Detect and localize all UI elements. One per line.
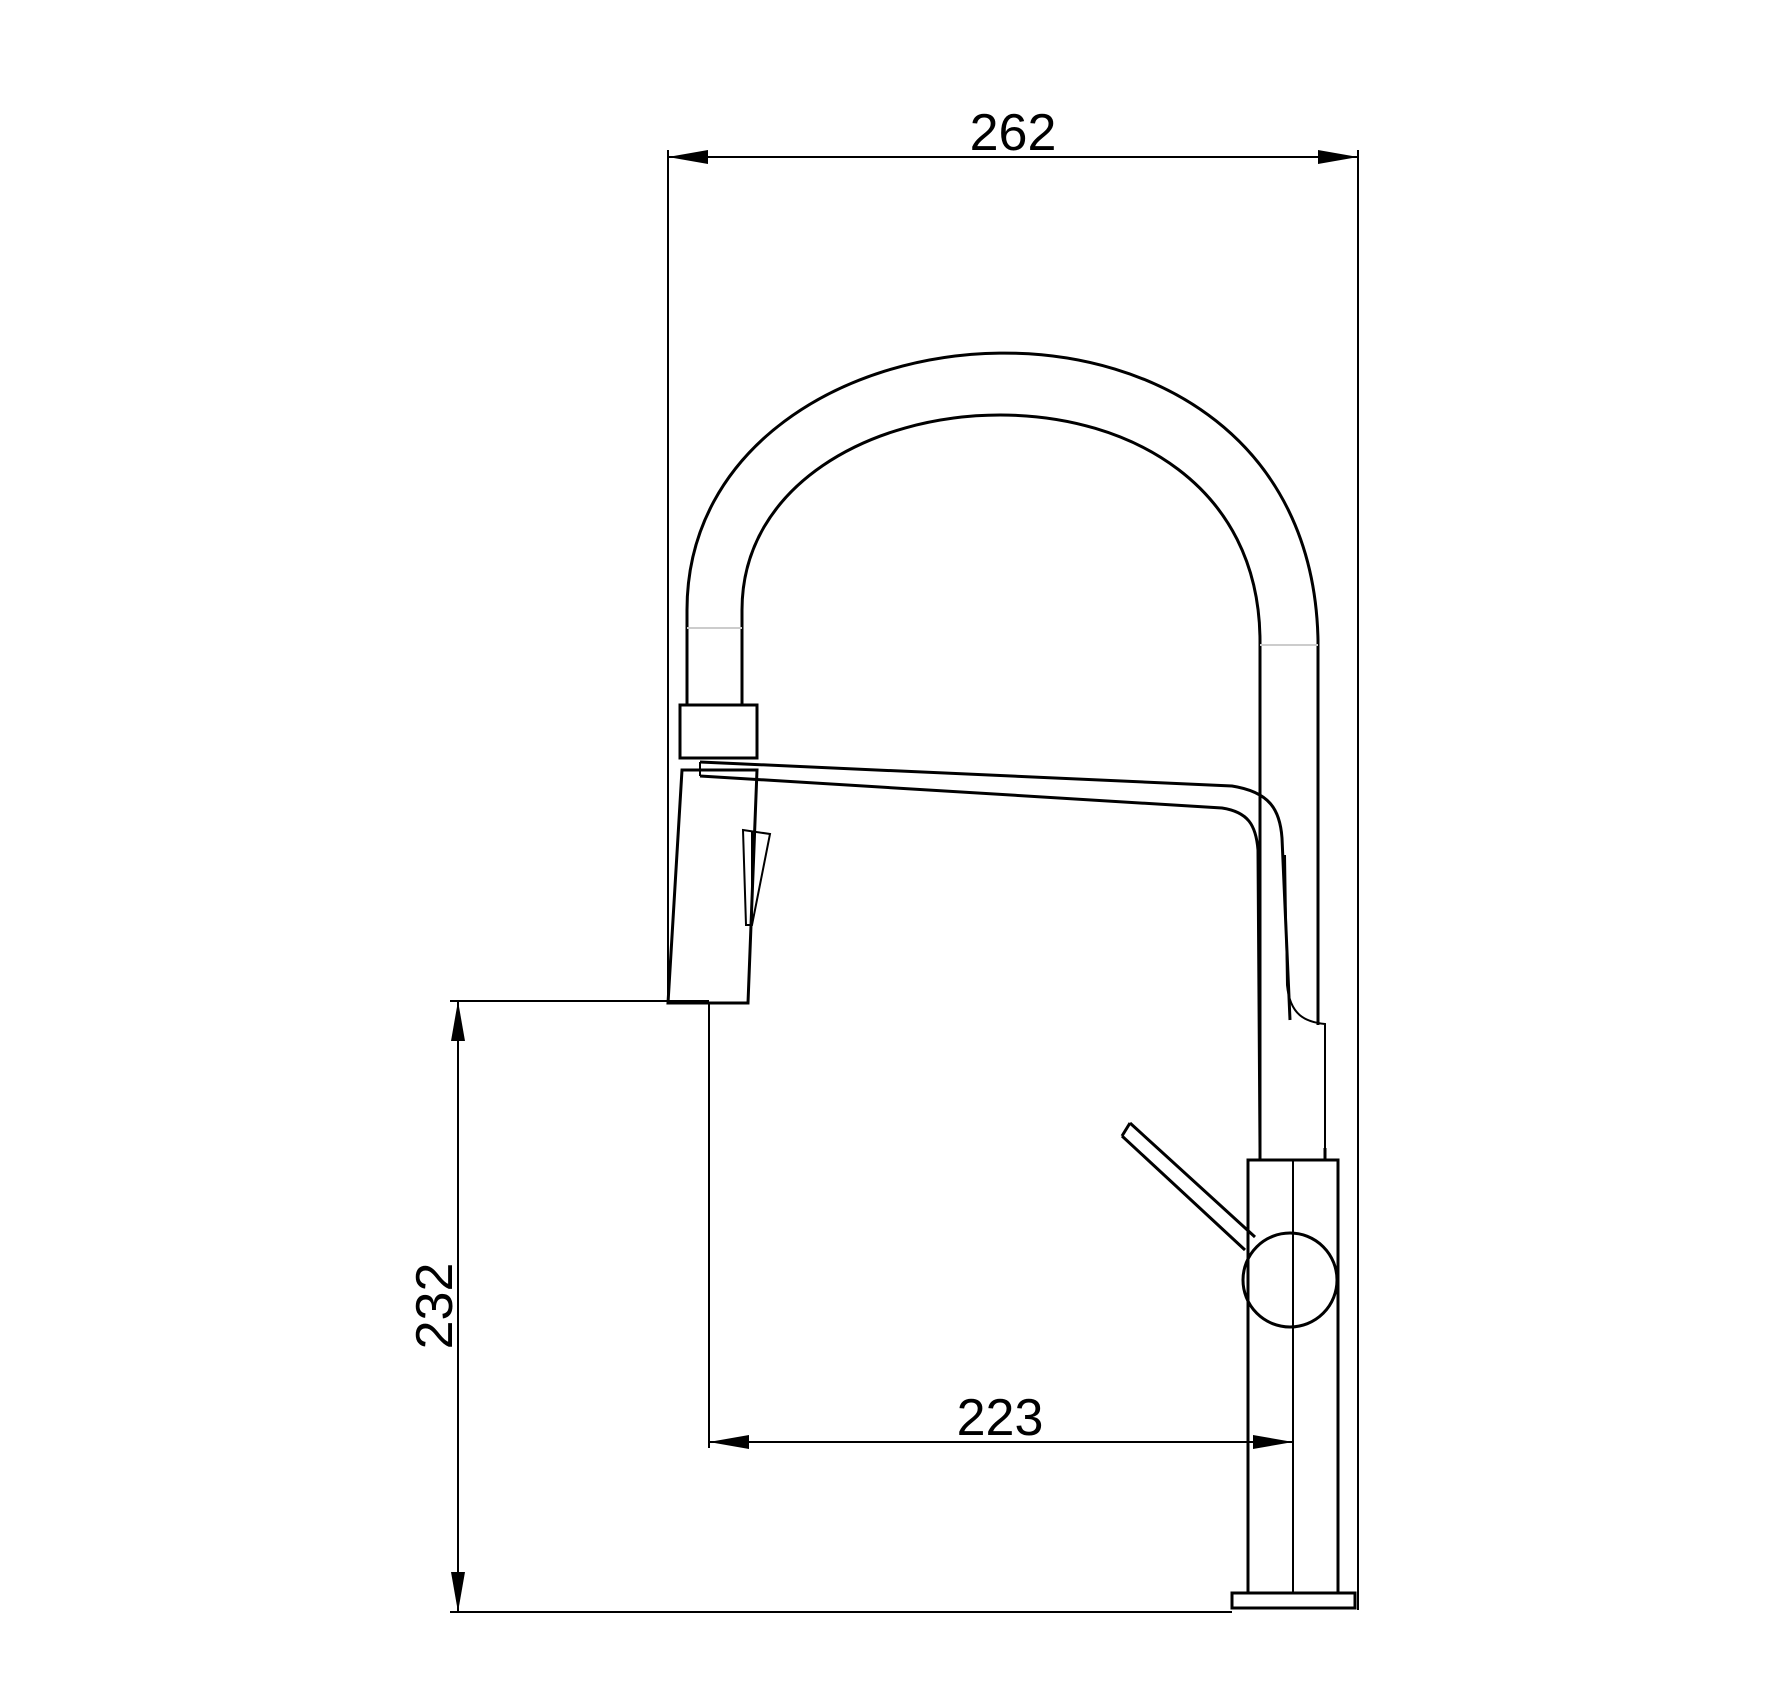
dimension-spout-reach: 223 — [708, 1003, 1294, 1449]
lever-hub — [1241, 1231, 1339, 1329]
lever-handle-tip — [1120, 1122, 1132, 1137]
arrowhead-width-right — [1318, 150, 1358, 164]
arrowhead-reach-left — [709, 1435, 749, 1449]
arrowhead-height-top — [451, 1001, 465, 1041]
support-arm-lower — [699, 774, 1262, 1149]
spray-head — [666, 768, 759, 1005]
hose-collar — [678, 703, 759, 760]
dimension-label-height: 232 — [406, 1263, 464, 1350]
lever-handle-bottom — [1120, 1134, 1247, 1252]
base-plate — [1230, 1591, 1357, 1610]
dimension-overall-width: 262 — [667, 104, 1359, 1610]
support-arm — [699, 760, 1292, 1021]
spout-arch-inner — [740, 413, 1262, 1148]
dimension-label-reach: 223 — [957, 1389, 1044, 1447]
dimension-spout-height: 232 — [406, 1000, 1232, 1613]
faucet-outline — [666, 351, 1357, 1610]
arrowhead-width-left — [668, 150, 708, 164]
dimension-label-width: 262 — [970, 104, 1057, 162]
spout-arch-outer — [685, 351, 1320, 1025]
spray-button — [741, 828, 772, 926]
lever-handle-top — [1128, 1121, 1257, 1239]
arrowhead-height-bottom — [451, 1572, 465, 1612]
arrowhead-reach-right — [1253, 1435, 1293, 1449]
body-clip — [1284, 854, 1326, 1150]
